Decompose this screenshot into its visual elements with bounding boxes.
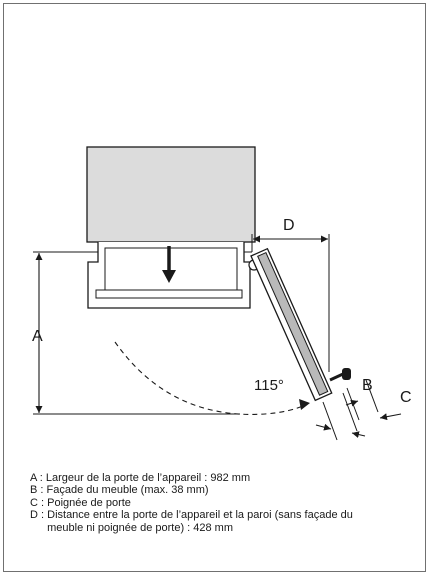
dimension-b-arrow-in-left xyxy=(315,423,332,431)
label-a: A xyxy=(32,328,43,345)
dimension-c-extension-2 xyxy=(365,379,379,413)
legend-text: Façade du meuble (max. 38 mm) xyxy=(46,484,209,497)
legend-key: A : xyxy=(30,472,46,484)
label-c: C xyxy=(400,389,412,406)
label-angle: 115° xyxy=(254,377,284,394)
appliance-plinth xyxy=(95,289,243,299)
legend-item-c: C : Poignée de porte xyxy=(30,497,360,509)
dimension-c-arrow-right xyxy=(379,413,402,421)
door-swing-arc xyxy=(114,341,306,415)
label-d: D xyxy=(283,217,295,234)
legend-key: B : xyxy=(30,484,47,497)
label-b: B xyxy=(362,377,373,394)
appliance-inner xyxy=(104,247,238,291)
dimension-c-arrow-left xyxy=(345,399,359,407)
cabinet-top xyxy=(86,146,256,243)
legend-text: Largeur de la porte de l’appareil : 982 … xyxy=(45,472,251,484)
dimension-b-arrow-in-right xyxy=(351,431,366,438)
dimension-b-extension-1 xyxy=(322,401,338,441)
legend-item-d: D : Distance entre la porte de l’apparei… xyxy=(30,509,360,534)
legend-item-a: A : Largeur de la porte de l’appareil : … xyxy=(30,472,360,484)
closing-arrow-head xyxy=(162,270,176,283)
legend-text: Poignée de porte xyxy=(47,496,131,509)
dimension-b-extension-2 xyxy=(342,392,358,432)
legend-key: D : xyxy=(30,509,48,522)
door-handle xyxy=(329,368,351,382)
legend: A : Largeur de la porte de l’appareil : … xyxy=(30,472,360,534)
legend-key: C : xyxy=(30,496,48,509)
legend-item-b: B : Façade du meuble (max. 38 mm) xyxy=(30,484,360,496)
furniture-panel xyxy=(257,251,329,396)
legend-text: Distance entre la porte de l’appareil et… xyxy=(47,509,353,534)
swing-arc-arrow-head xyxy=(299,399,310,410)
